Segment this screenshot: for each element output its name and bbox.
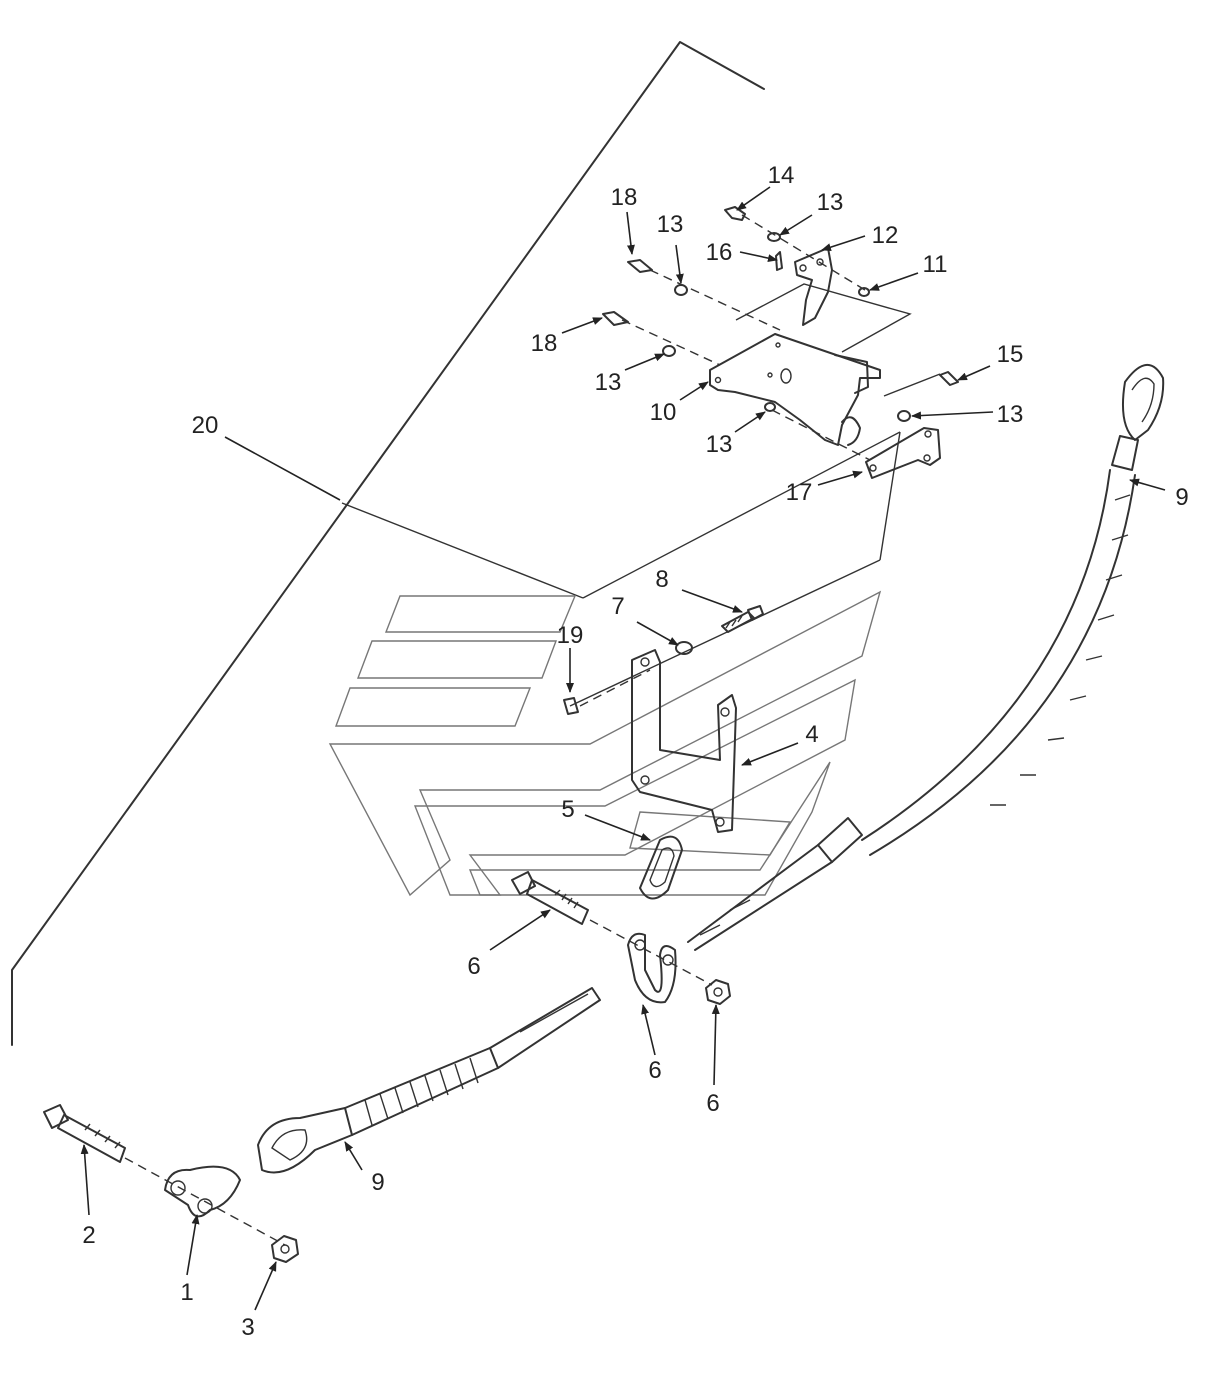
callout-13-left-lower: 13	[595, 369, 622, 396]
callout-14: 14	[768, 162, 795, 189]
part-5-ring	[639, 835, 683, 900]
callout-7: 7	[611, 593, 624, 620]
callout-6-nut: 6	[706, 1090, 719, 1117]
callout-13-right: 13	[997, 401, 1024, 428]
callout-labels: 1 2 3 4 5 6 6 6 7 8 9 9 10 11 12 13 13 1…	[82, 162, 1188, 1341]
callout-15: 15	[997, 341, 1024, 368]
callout-11: 11	[923, 251, 948, 278]
callout-2: 2	[82, 1222, 95, 1249]
callout-16: 16	[706, 239, 733, 266]
part-9-cable-upper	[687, 364, 1165, 951]
part-12-bracket	[794, 247, 833, 326]
callout-20: 20	[192, 412, 219, 439]
part-10-bracket	[709, 333, 881, 446]
part-1-shackle	[164, 1165, 241, 1218]
shackle-assembly-line	[589, 919, 713, 986]
part-9-cable-lower	[257, 987, 601, 1174]
callout-18-lower: 18	[531, 330, 558, 357]
callout-8: 8	[655, 566, 668, 593]
part-4-link	[631, 649, 737, 833]
callout-6-bolt: 6	[467, 953, 480, 980]
callout-12: 12	[872, 222, 899, 249]
leaders	[80, 186, 1166, 1311]
part-17-plate	[865, 427, 941, 479]
part-3-nut	[271, 1235, 299, 1263]
part-6-shackle	[627, 932, 677, 1004]
watermark-logo	[328, 590, 882, 897]
callout-19: 19	[557, 622, 584, 649]
part-8-bolt	[721, 605, 764, 633]
callout-4: 4	[805, 721, 818, 748]
part-6-bolt	[511, 871, 589, 925]
assembly-lines	[569, 214, 941, 707]
callout-10: 10	[650, 399, 677, 426]
callout-18-upper: 18	[611, 184, 638, 211]
assembly-boundary-line	[11, 41, 901, 1046]
part-7-washer	[675, 641, 693, 655]
callout-3: 3	[241, 1314, 254, 1341]
callout-9-lower: 9	[371, 1169, 384, 1196]
part-2-bolt	[43, 1104, 126, 1163]
callout-13-left-upper: 13	[657, 211, 684, 238]
part-6-nut	[705, 979, 731, 1005]
small-hardware	[563, 206, 959, 715]
callout-5: 5	[561, 796, 574, 823]
shackle-1-assembly-line	[124, 1157, 286, 1246]
callout-17: 17	[786, 479, 813, 506]
callout-1: 1	[180, 1279, 193, 1306]
callout-13-bottom: 13	[706, 431, 733, 458]
callout-13-top: 13	[817, 189, 844, 216]
callout-9-upper: 9	[1175, 484, 1188, 511]
callout-6-shackle: 6	[648, 1057, 661, 1084]
